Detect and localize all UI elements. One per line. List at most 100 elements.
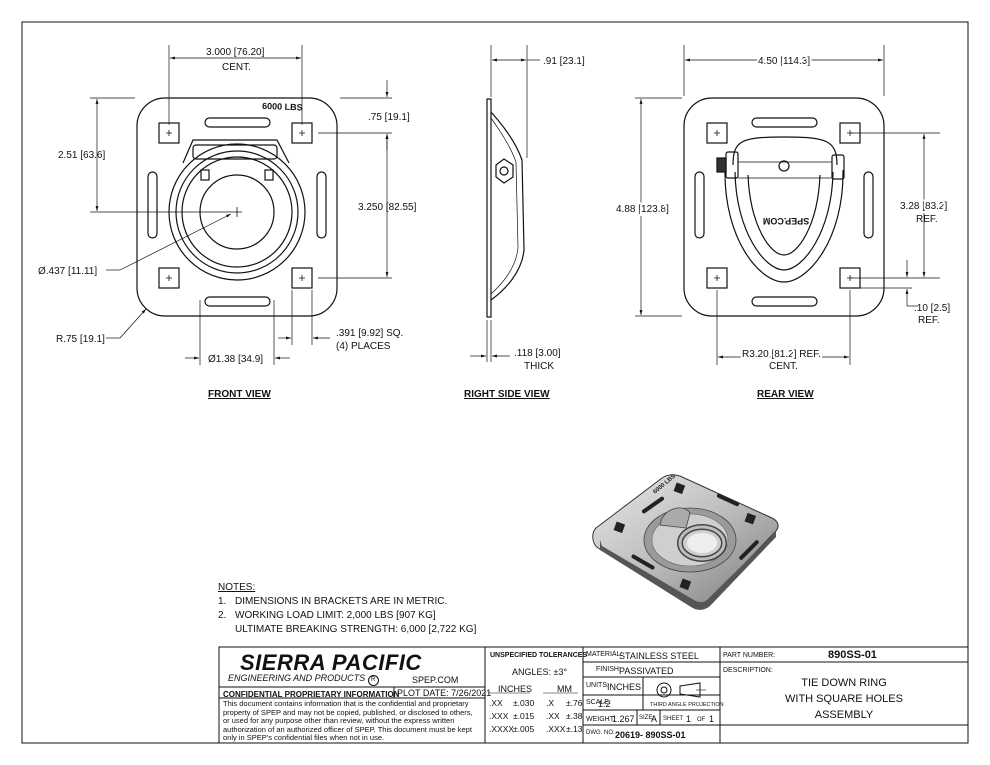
- side-view-label: RIGHT SIDE VIEW: [464, 389, 550, 400]
- rear-ring: [716, 136, 845, 283]
- note-text: ULTIMATE BREAKING STRENGTH: 6,000 [2,722…: [235, 624, 477, 635]
- plot-date: PLOT DATE: 7/26/2021: [397, 688, 492, 698]
- rear-radius-note: REF.: [799, 349, 821, 360]
- registered-icon: R: [367, 675, 379, 686]
- tolerance-inch-value: ±.015: [513, 711, 535, 721]
- rear-height-mm: 123.8: [641, 204, 666, 215]
- rear-small: .10: [914, 303, 928, 314]
- front-hole-dia: Ø.437: [38, 266, 66, 277]
- front-ring-dia: Ø1.38: [208, 354, 236, 365]
- side-dimension-text: .91 [23.1] .118 [3.00] THICK RIGHT SIDE …: [464, 56, 585, 400]
- title-block-lines: [218, 646, 969, 744]
- rear-mark: SPEP.COM: [763, 216, 809, 226]
- note-number: [218, 623, 235, 637]
- front-dimension-lines: [90, 45, 392, 365]
- front-square-holes: [158, 122, 313, 289]
- material-value: STAINLESS STEEL: [619, 651, 699, 661]
- note-text: DIMENSIONS IN BRACKETS ARE IN METRIC.: [235, 596, 448, 607]
- finish-value: PASSIVATED: [619, 666, 674, 676]
- rear-height: 4.88: [616, 204, 636, 215]
- drawing-number: 20619- 890SS-01: [615, 730, 686, 740]
- front-width: 3.000: [206, 47, 231, 58]
- rear-radius-note2: CENT.: [769, 361, 798, 372]
- note-number: 1.: [218, 596, 227, 607]
- svg-text:3.28 [83.2]: 3.28 [83.2]: [900, 201, 948, 212]
- tolerance-inch-format: .XXXX: [489, 724, 515, 734]
- of-label: OF: [697, 717, 706, 723]
- front-radius: R.75: [56, 334, 78, 345]
- drawing-number-label: DWG. NO.: [586, 730, 615, 736]
- front-height: 3.250: [358, 202, 383, 213]
- note-text: WORKING LOAD LIMIT: 2,000 LBS [907 KG]: [235, 610, 436, 621]
- description-block: TIE DOWN RING WITH SQUARE HOLES ASSEMBLY: [720, 675, 968, 723]
- rear-width: 4.50: [758, 56, 778, 67]
- tolerance-row: .XX±.030.X±.76: [489, 698, 582, 709]
- front-view: [136, 97, 338, 317]
- description-line: WITH SQUARE HOLES: [785, 693, 903, 705]
- size-value: A: [651, 714, 658, 724]
- tolerance-mm-format: .XXX: [546, 724, 566, 734]
- rear-square-holes: [706, 122, 861, 289]
- company-subtitle-text: ENGINEERING AND PRODUCTS: [228, 673, 366, 683]
- notes-block: NOTES: 1. DIMENSIONS IN BRACKETS ARE IN …: [218, 581, 476, 637]
- note-item: 1. DIMENSIONS IN BRACKETS ARE IN METRIC.: [218, 595, 476, 609]
- tolerance-mm-value: ±.76: [566, 698, 583, 708]
- svg-text:Ø1.38 [34.9]: Ø1.38 [34.9]: [208, 354, 263, 365]
- tolerances-inches-header: INCHES: [498, 684, 533, 694]
- part-number: 890SS-01: [828, 649, 877, 661]
- rear-dimension-text: 4.50 [114.3] 4.88 [123.8] 3.28 [83.2] RE…: [614, 54, 950, 400]
- description-line: TIE DOWN RING: [801, 677, 887, 689]
- side-depth-mm: 23.1: [562, 56, 582, 67]
- rear-small-note: REF.: [918, 315, 940, 326]
- rear-dimension-lines: [635, 45, 940, 365]
- side-thick: .118: [514, 348, 533, 359]
- front-hole-dia-mm: 11.11: [71, 266, 95, 277]
- units-label: UNITS:: [586, 682, 609, 689]
- tolerance-inch-format: .XX: [489, 698, 503, 708]
- finish-label: FINISH:: [596, 666, 621, 673]
- svg-text:R3.20 [81.2] REF.: R3.20 [81.2] REF.: [742, 349, 821, 360]
- front-sq: .391: [336, 328, 356, 339]
- part-number-label: PART NUMBER:: [723, 652, 776, 659]
- front-view-label: FRONT VIEW: [208, 389, 271, 400]
- front-dimension-text: 3.000 [76.20] CENT. 2.51 [63.6] .75 [19.…: [38, 47, 417, 400]
- front-top-offset: 2.51: [58, 150, 78, 161]
- svg-text:2.51 [63.6]: 2.51 [63.6]: [58, 150, 106, 161]
- tolerance-mm-format: .X: [546, 698, 555, 708]
- rear-slots: [694, 117, 874, 307]
- front-slots: [147, 117, 327, 307]
- note-item: 2. WORKING LOAD LIMIT: 2,000 LBS [907 KG…: [218, 609, 476, 623]
- front-top-offset-mm: 63.6: [83, 150, 103, 161]
- svg-text:Ø.437 [11.11]: Ø.437 [11.11]: [38, 266, 97, 277]
- description-label: DESCRIPTION:: [723, 667, 773, 674]
- rear-view-label: REAR VIEW: [757, 389, 814, 400]
- svg-text:R.75 [19.1]: R.75 [19.1]: [56, 334, 105, 345]
- company-subtitle: ENGINEERING AND PRODUCTS R: [228, 673, 379, 686]
- svg-text:.75 [19.1]: .75 [19.1]: [368, 112, 410, 123]
- front-ring-dia-mm: 34.9: [241, 354, 261, 365]
- front-width-note: CENT.: [222, 62, 251, 73]
- company-logo: SIERRA PACIFIC: [240, 650, 422, 675]
- svg-text:.91 [23.1]: .91 [23.1]: [543, 56, 585, 67]
- svg-text:4.88 [123.8]: 4.88 [123.8]: [616, 204, 669, 215]
- side-thick-mm: 3.00: [538, 348, 558, 359]
- load-rating-label: 6000 LBS: [262, 101, 303, 112]
- side-thick-note: THICK: [524, 361, 554, 372]
- front-sq-note: SQ.: [386, 328, 403, 339]
- units-value: INCHES: [607, 682, 642, 692]
- svg-text:.10 [2.5]: .10 [2.5]: [914, 303, 950, 314]
- notes-heading: NOTES:: [218, 582, 256, 593]
- side-depth: .91: [543, 56, 557, 67]
- tolerances-angles: ANGLES: ±3°: [512, 667, 568, 677]
- svg-text:3.250 [82.55]: 3.250 [82.55]: [358, 202, 417, 213]
- sheet-value: 1: [686, 714, 692, 724]
- note-item: ULTIMATE BREAKING STRENGTH: 6,000 [2,722…: [218, 623, 476, 637]
- front-width-mm: 76.20: [237, 47, 262, 58]
- material-label: MATERIAL:: [586, 651, 623, 658]
- front-sq-mm: 9.92: [361, 328, 381, 339]
- tolerance-inch-value: ±.005: [513, 724, 535, 734]
- rear-radius: R3.20: [742, 349, 769, 360]
- rear-radius-mm: 81.2: [774, 349, 794, 360]
- tolerance-mm-format: .XX: [546, 711, 560, 721]
- front-edge: .75: [368, 112, 382, 123]
